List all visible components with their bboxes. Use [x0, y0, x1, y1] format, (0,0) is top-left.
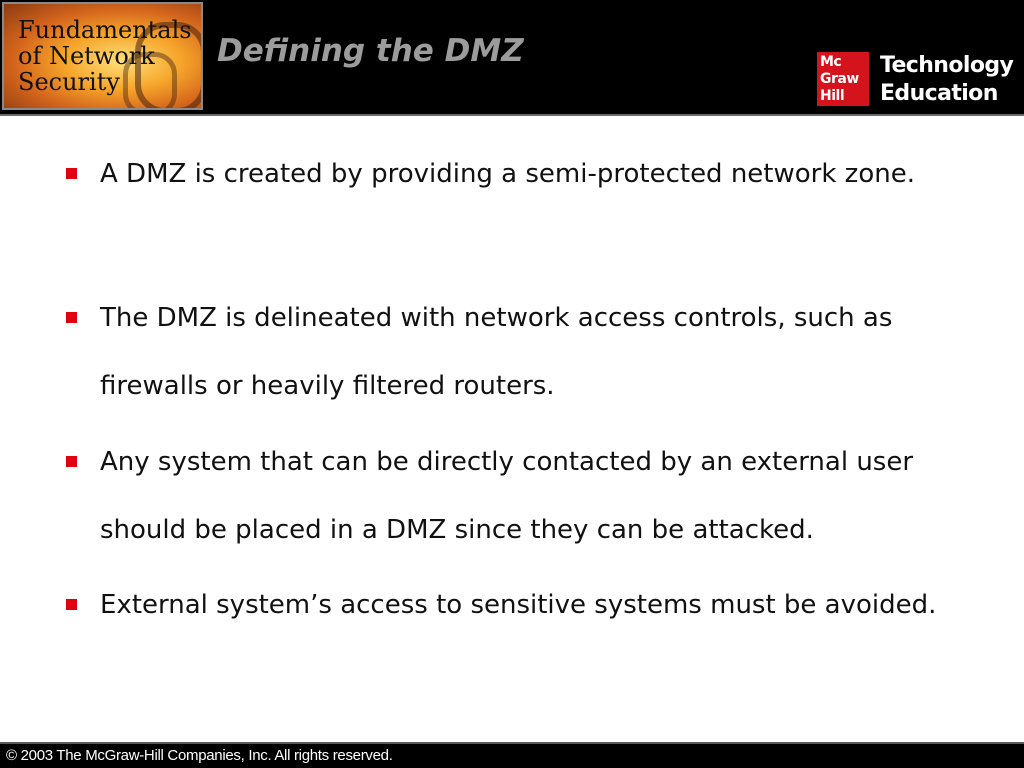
square-bullet-icon — [66, 599, 77, 610]
square-bullet-icon — [66, 456, 77, 467]
copyright-notice: © 2003 The McGraw-Hill Companies, Inc. A… — [6, 747, 393, 764]
publisher-text-line-2: Education — [880, 81, 998, 106]
footer-bar — [0, 742, 1024, 768]
bullet-text: External system’s access to sensitive sy… — [100, 590, 937, 620]
bullet-text: A DMZ is created by providing a semi-pro… — [100, 159, 915, 189]
book-logo-line-3: Security — [18, 68, 120, 96]
slide-title: Defining the DMZ — [217, 33, 524, 69]
header-divider — [0, 114, 1024, 116]
square-bullet-icon — [66, 312, 77, 323]
mcgraw-hill-logo: Mc Graw Hill — [817, 52, 869, 106]
bullet-text: Any system that can be directly contacte… — [100, 447, 914, 545]
book-logo-line-1: Fundamentals — [18, 16, 192, 44]
mcgraw-hill-logo-line-3: Hill — [820, 88, 845, 104]
bullet-text: The DMZ is delineated with network acces… — [100, 303, 893, 401]
bullet-list: A DMZ is created by providing a semi-pro… — [66, 159, 937, 620]
book-logo-line-2: of Network — [18, 42, 155, 70]
mcgraw-hill-logo-line-1: Mc — [820, 54, 842, 70]
mcgraw-hill-logo-line-2: Graw — [820, 71, 859, 87]
book-cover-logo: Fundamentals of Network Security — [2, 2, 203, 110]
chain-image-link — [123, 52, 177, 108]
footer-divider — [0, 742, 1024, 744]
publisher-text-line-1: Technology — [880, 53, 1014, 78]
square-bullet-icon — [66, 168, 77, 179]
